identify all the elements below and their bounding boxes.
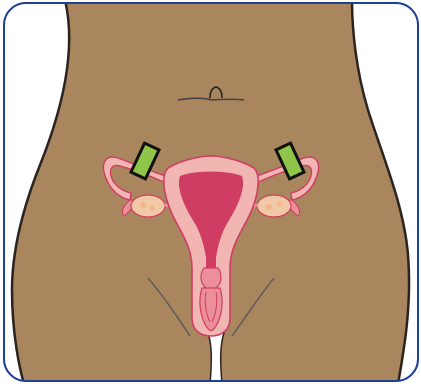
- right-ovary: [257, 195, 291, 217]
- cervix: [201, 268, 221, 289]
- leg-gap: [208, 333, 224, 384]
- left-ovary: [131, 195, 165, 217]
